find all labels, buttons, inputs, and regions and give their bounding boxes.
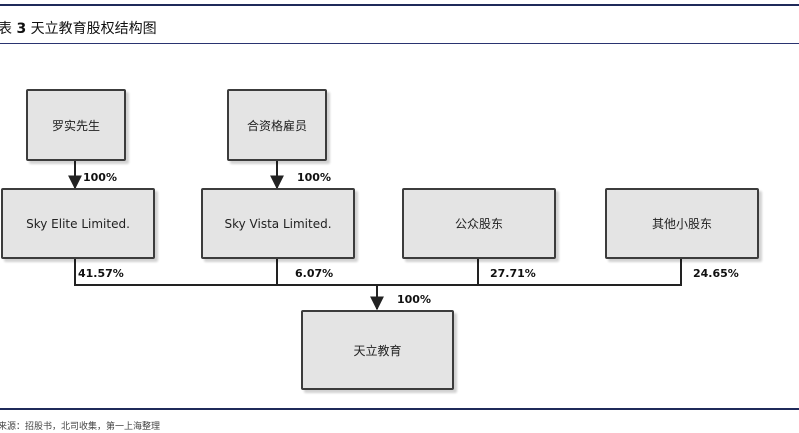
figure-title: 表 3 天立教育股权结构图 [0, 20, 157, 38]
header-divider [0, 43, 799, 44]
pct-public-share: 27.71% [490, 267, 536, 280]
bottom-rule [0, 408, 799, 410]
top-rule [0, 4, 799, 6]
node-sky-elite: Sky Elite Limited. [1, 188, 155, 259]
node-sky-vista: Sky Vista Limited. [201, 188, 355, 259]
title-text: 天立教育股权结构图 [30, 21, 157, 37]
node-tianli: 天立教育 [301, 310, 454, 390]
pct-vista-share: 6.07% [295, 267, 334, 280]
node-luo-shi: 罗实先生 [26, 89, 126, 161]
node-public: 公众股东 [402, 188, 556, 259]
source-note: 来源：招股书，北司收集，第一上海整理 [0, 422, 161, 432]
pct-partners-to-vista: 100% [297, 171, 331, 184]
node-other-small: 其他小股东 [605, 188, 759, 259]
pct-other-share: 24.65% [693, 267, 739, 280]
pct-luo-to-elite: 100% [83, 171, 117, 184]
pct-merged-to-tianli: 100% [397, 293, 431, 306]
table-prefix: 表 [0, 21, 12, 37]
node-partners: 合资格雇员 [227, 89, 327, 161]
pct-elite-share: 41.57% [78, 267, 124, 280]
table-number: 3 [16, 21, 27, 37]
